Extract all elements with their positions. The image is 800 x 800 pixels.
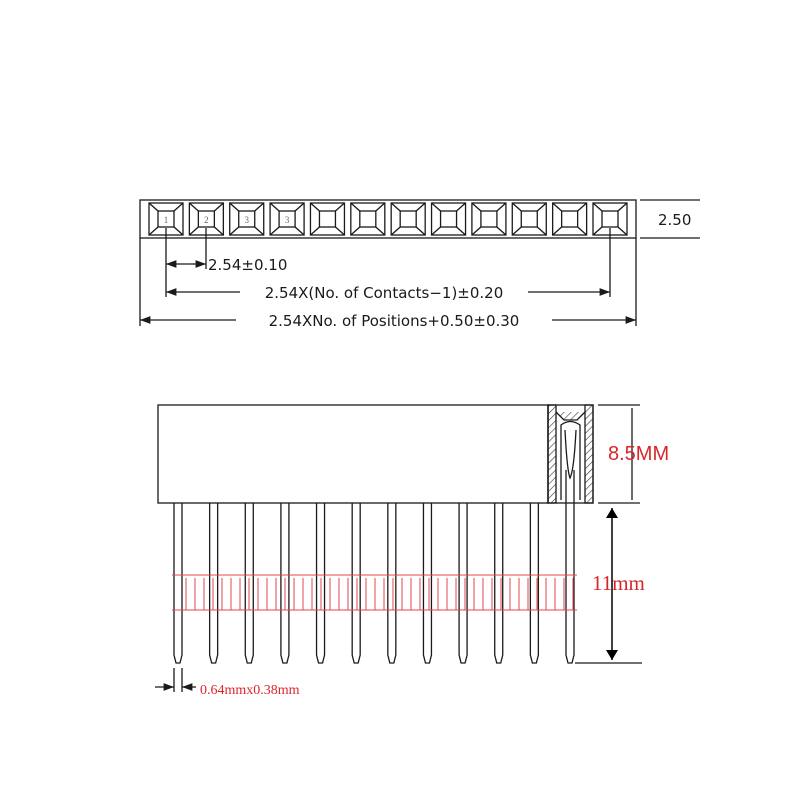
socket	[309, 202, 346, 236]
pin	[387, 503, 397, 664]
pin-length-label: 11mm	[592, 571, 645, 595]
socket: 3	[229, 202, 265, 236]
pin	[529, 503, 540, 664]
pitch-label: 2.54±0.10	[208, 256, 287, 274]
pin-number-label: 2	[204, 215, 209, 225]
housing-body	[157, 404, 549, 504]
contact-spring	[560, 420, 581, 500]
pin	[494, 503, 504, 664]
socket	[551, 202, 588, 236]
height-label: 2.50	[658, 211, 691, 229]
socket	[471, 202, 507, 236]
positions-label: 2.54XNo. of Positions+0.50±0.30	[269, 312, 520, 330]
pin	[173, 503, 183, 664]
pin	[458, 503, 468, 664]
socket	[350, 202, 386, 236]
side-view	[155, 404, 642, 692]
top-view: 1 2 3 3	[139, 199, 700, 326]
hatched-entry	[555, 411, 586, 421]
hatched-wall	[547, 404, 557, 504]
socket: 3	[269, 202, 305, 236]
pin	[351, 503, 361, 664]
contacts-label: 2.54X(No. of Contacts−1)±0.20	[265, 284, 504, 302]
pin	[280, 503, 290, 664]
pin	[244, 503, 254, 664]
socket	[430, 202, 467, 236]
pin-overlay-band	[172, 574, 577, 611]
body-height-label: 8.5MM	[608, 443, 669, 465]
pin	[315, 503, 326, 664]
socket	[390, 202, 426, 236]
hatched-wall	[584, 404, 594, 504]
pin	[208, 503, 219, 664]
pin	[565, 470, 575, 664]
pin-number-label: 1	[164, 215, 169, 225]
pin	[422, 503, 433, 664]
socket: 2	[188, 202, 225, 236]
header-outline	[139, 199, 637, 239]
socket	[511, 202, 547, 236]
pin-size-label: 0.64mmx0.38mm	[200, 683, 300, 698]
pin-number-label: 3	[244, 215, 249, 225]
pin-number-label: 3	[285, 215, 290, 225]
